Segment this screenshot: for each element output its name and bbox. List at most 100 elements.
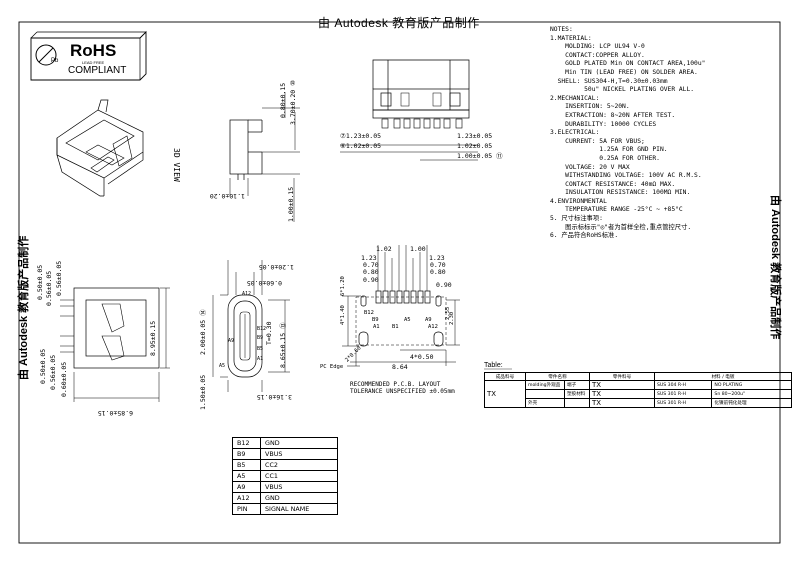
plan-view-graphic [340,59,478,161]
table-header-cell: 零件料号 [589,372,655,381]
note-line: EXTRACTION: 8~20N AFTER TEST. [550,111,676,119]
dim-top-left-1: ⑦1.23±0.05 [340,132,382,140]
pcb-dim-0.70-l: 0.70 [363,261,379,269]
signal-cell: CC1 [260,470,338,482]
dim-left-4: 8.95±0.15 [149,320,157,356]
left-view-graphic [60,287,170,402]
note-line: 6. 产品符合RoHS标准. [550,232,619,240]
pin-front-b9: B9 [257,335,264,341]
side-view-graphic [229,92,300,222]
3d-view-graphic [56,99,144,197]
plating-cell: NO PLATING [711,380,792,390]
pcb-pin-b1: B1 [392,324,399,330]
dim-left-2: 0.56±0.05 [45,270,53,306]
note-line: WITHSTANDING VOLTAGE: 100V AC R.M.S. [550,172,702,180]
material-cell: SUS 301 R-H [653,398,713,408]
pin-cell: A5 [232,470,261,482]
pcb-dim-0.80-l: 0.80 [363,268,379,276]
dim-top-right-2: 1.02±0.05 [457,142,493,150]
pin-cell: A12 [232,492,261,504]
table-header-row: 成品料号零件名称零件料号材料 / 电镀 [484,372,792,381]
pcb-layout-graphic [342,245,460,367]
part-code-cell: TX [589,389,655,399]
signal-cell: VBUS [260,448,338,460]
pcb-pin-a9: A9 [425,317,432,323]
rohs-logo-text: RoHS [70,41,117,60]
signal-cell: GND [260,492,338,504]
note-line: CONTACT:COPPER ALLOY. [550,51,645,59]
note-line: Min TIN (LEAD FREE) ON SOLDER AREA. [550,68,698,76]
note-line: 图示标标示"◎"者为首样全检,重点管控尺寸. [550,223,692,231]
note-line: 3.ELECTRICAL: [550,129,600,137]
dim-top-left-2: ⑥1.02±0.05 [340,142,382,150]
signal-cell: VBUS [260,481,338,493]
pcb-pin-b12: B12 [364,310,374,316]
note-line: 5. 尺寸标注事项: [550,215,603,223]
pcb-dim-4x1.40: 4*1.40 [340,305,346,325]
dim-top-right-1: 1.23±0.05 [457,132,493,140]
pcb-dim-8.64: 8.64 [392,363,408,371]
dim-front-8.65: 8.65±0.15 ⑬ [279,322,287,368]
pin-cell: PIN [232,503,261,515]
pcb-dim-2.55: 2.55 [445,306,451,320]
dim-side-1.00: 1.00±0.15 [287,186,295,222]
note-line: 1.25A FOR GND PIN. [550,146,668,154]
pin-cell: B12 [232,437,261,449]
pin-front-b12: B12 [257,326,267,332]
rohs-logo-small-bottom: COMPLIANT [68,65,127,76]
sub-name-cell: 端子 [564,380,590,390]
note-line: CONTACT RESISTANCE: 40mΩ MAX. [550,180,676,188]
pcb-layout-caption: RECOMMENDED P.C.B. LAYOUT [350,381,441,388]
pcb-pin-b9: B9 [372,317,379,323]
note-line: NOTES: [550,26,573,33]
table-header-cell: 材料 / 电镀 [654,372,792,381]
dim-top-right-3: 1.00±0.05 ⑪ [457,152,503,160]
note-line: VOLTAGE: 20 V MAX [550,163,630,171]
part-name-cell: 外壳 [525,398,565,408]
pcb-dim-0.70-r: 0.70 [430,261,446,269]
part-code-cell: TX [589,380,655,390]
plating-cell: Sn 80~200u" [711,389,792,399]
note-line: TEMPERATURE RANGE -25°C ~ +85°C [550,206,683,214]
note-line: DURABILITY: 10000 CYCLES [550,120,657,128]
sheet-border [18,21,781,544]
pcb-dim-0.90-r: 0.90 [436,281,452,289]
dim-side-1.10: 1.10±0.20 [209,192,245,200]
dim-front-1.20: 1.20±0.05 [258,263,294,271]
material-cell: SUS 301 R-H [653,389,713,399]
dim-front-t0.30: T=0.30 [265,321,273,345]
dim-front-1.50: 1.50±0.05 [199,374,207,410]
dim-front-3.16: 3.16±0.15 [256,393,292,401]
rohs-lead-mark: Pb [51,58,59,64]
part-name-cell: molding外观品 [525,380,565,390]
dim-left-3: 0.56±0.05 [55,260,63,296]
pin-cell: A9 [232,481,261,493]
pin-front-a5: A5 [219,363,226,369]
label-3d-view: 3D VIEW [172,148,181,182]
signal-cell: CC2 [260,459,338,471]
material-table-caption: Table: [484,362,503,369]
front-view-graphic [212,260,290,392]
pin-cell: B9 [232,448,261,460]
material-cell: SUS 304 R-H [653,380,713,390]
pin-cell: B5 [232,459,261,471]
rohs-logo-small-top: LEAD FREE [82,60,105,65]
note-line: INSERTION: 5~20N. [550,103,630,111]
pin-front-a9: A9 [228,338,235,344]
note-line: INSULATION RESISTANCE: 100MΩ MIN. [550,189,691,197]
sub-name-cell: 塑胶材料 [564,389,590,399]
pcb-dim-1.23-r: 1.23 [429,254,445,262]
note-line: CURRENT: 5A FOR VBUS; [550,137,645,145]
pin-front-a12: A12 [242,291,252,297]
note-line: MOLDING: LCP UL94 V-0 [550,43,645,51]
